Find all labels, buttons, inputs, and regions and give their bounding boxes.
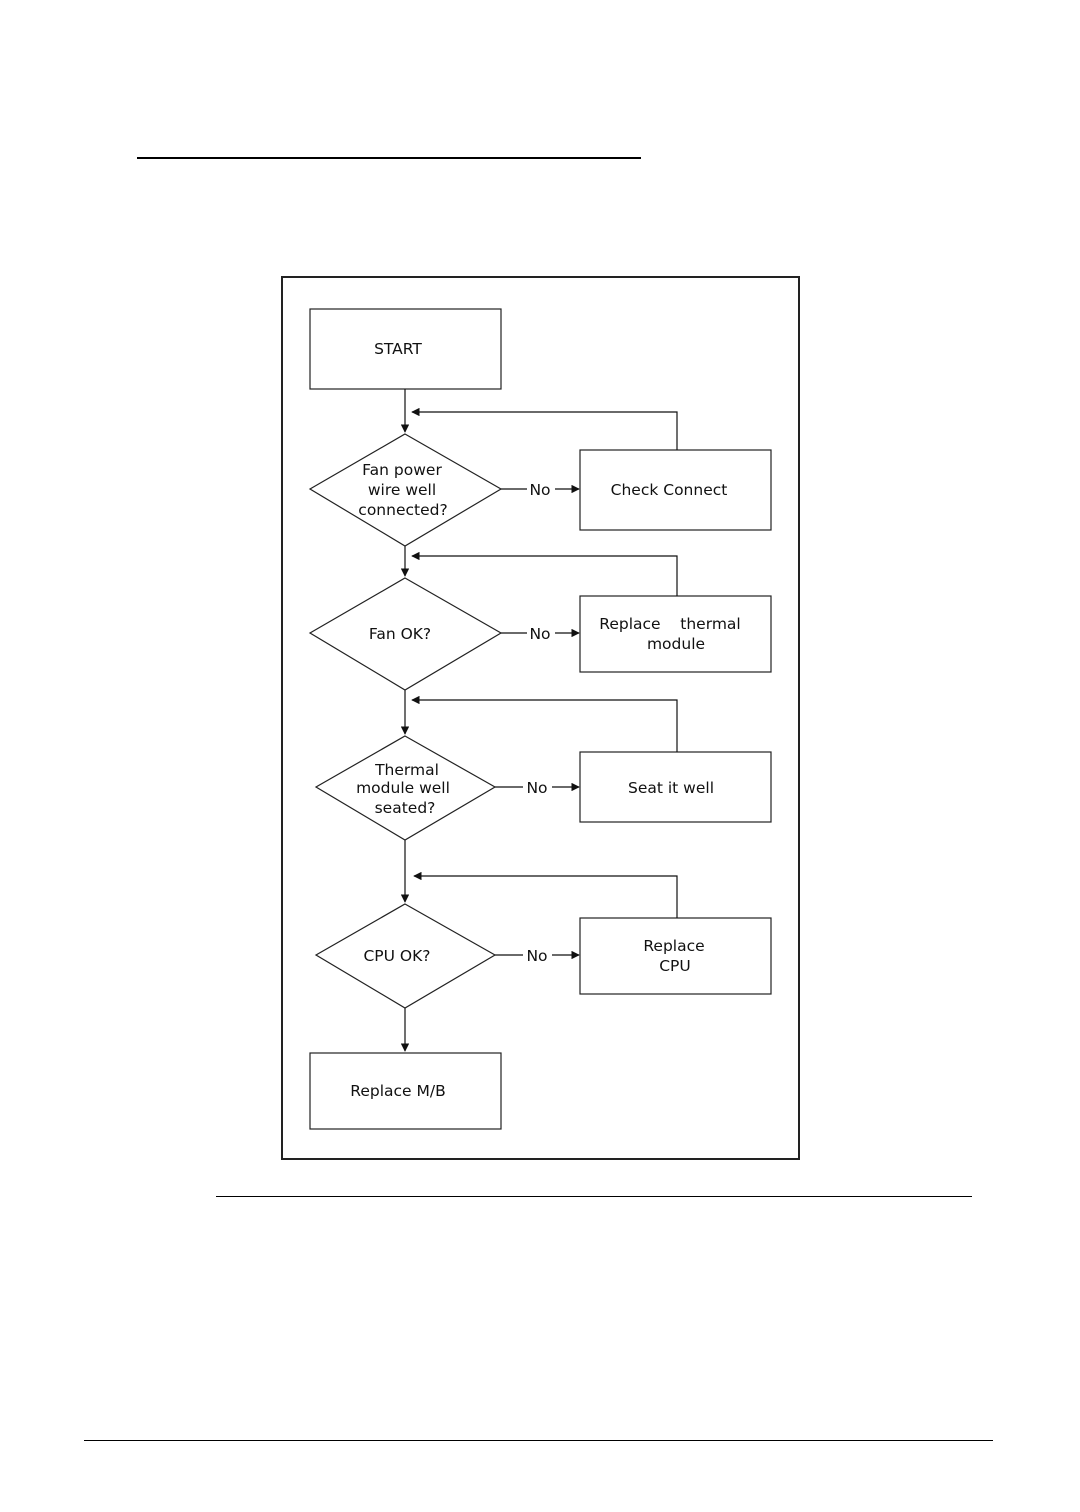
decision-1-line-2: wire well bbox=[368, 481, 436, 499]
section-rule bbox=[216, 1196, 972, 1197]
action-2-line-1: Replace thermal bbox=[599, 615, 740, 633]
decision-3-line-1: Thermal bbox=[374, 761, 439, 779]
action-box-replace-thermal bbox=[580, 596, 771, 672]
decision-1-line-3: connected? bbox=[358, 501, 447, 519]
flowchart-frame bbox=[282, 277, 799, 1159]
action-4-line-2: CPU bbox=[659, 957, 691, 975]
action-3-line-1: Seat it well bbox=[628, 779, 714, 797]
decision-3-line-3: seated? bbox=[375, 799, 436, 817]
decision-2-line-1: Fan OK? bbox=[369, 625, 431, 643]
action-4-line-1: Replace bbox=[643, 937, 704, 955]
decision-1-line-1: Fan power bbox=[362, 461, 442, 479]
loop-back-3 bbox=[412, 700, 677, 752]
action-box-replace-cpu bbox=[580, 918, 771, 994]
no-label-1: No bbox=[529, 481, 550, 499]
no-label-4: No bbox=[526, 947, 547, 965]
end-label: Replace M/B bbox=[350, 1082, 445, 1100]
start-label: START bbox=[374, 340, 422, 358]
decision-3-line-2: module well bbox=[356, 779, 450, 797]
loop-back-4 bbox=[414, 876, 677, 918]
loop-back-1 bbox=[412, 412, 677, 450]
decision-4-line-1: CPU OK? bbox=[363, 947, 430, 965]
no-label-2: No bbox=[529, 625, 550, 643]
footer-rule bbox=[84, 1440, 993, 1441]
no-label-3: No bbox=[526, 779, 547, 797]
action-2-line-2: module bbox=[647, 635, 705, 653]
action-1-line-1: Check Connect bbox=[611, 481, 728, 499]
loop-back-2 bbox=[412, 556, 677, 596]
